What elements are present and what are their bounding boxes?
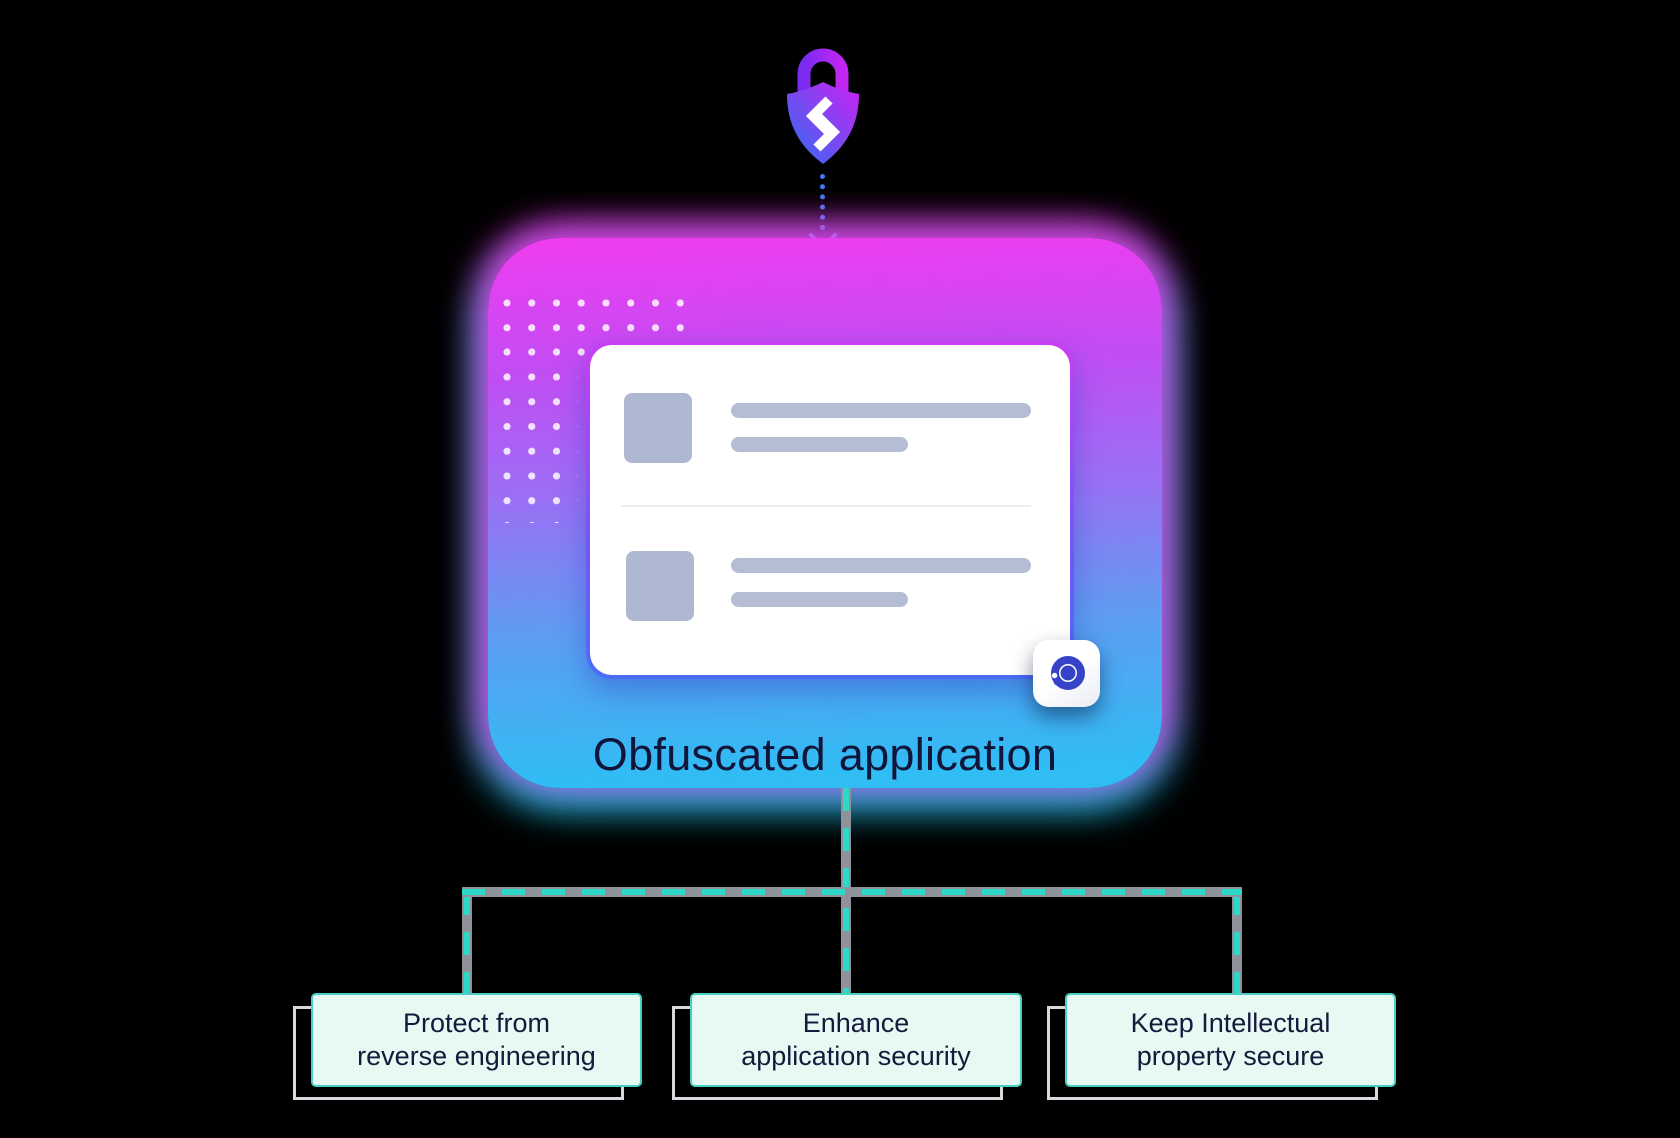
benefit-box-ip-secure: Keep Intellectual property secure	[1065, 993, 1396, 1087]
benefit-box-app-security: Enhance application security	[690, 993, 1022, 1087]
connector-drop-right	[1232, 892, 1242, 993]
dot-grid	[503, 299, 701, 349]
app-card	[590, 345, 1070, 675]
text-line-placeholder	[731, 437, 908, 452]
dotted-connector	[820, 174, 825, 230]
benefit-label-line: Enhance	[802, 1008, 910, 1038]
connector-horizontal	[462, 887, 1242, 897]
shield-lock-icon	[787, 48, 859, 164]
text-line-placeholder	[731, 558, 1031, 573]
obfuscated-app-panel	[488, 238, 1162, 788]
connector-drop-left	[462, 892, 472, 993]
card-divider	[621, 505, 1031, 507]
thumbnail-placeholder	[624, 393, 692, 463]
text-line-placeholder	[731, 592, 908, 607]
benefit-label-line: Keep Intellectual	[1130, 1008, 1331, 1038]
app-logo-badge	[1033, 640, 1100, 707]
benefit-label-line: reverse engineering	[357, 1041, 596, 1071]
benefit-label-line: application security	[741, 1041, 971, 1071]
dot-grid	[503, 348, 602, 373]
benefit-label-line: Protect from	[402, 1008, 551, 1038]
thumbnail-placeholder	[626, 551, 694, 621]
panel-title: Obfuscated application	[592, 729, 1058, 780]
app-card-frame	[586, 341, 1074, 679]
benefit-box-reverse-engineering: Protect from reverse engineering	[311, 993, 642, 1087]
benefit-label-line: property secure	[1136, 1041, 1325, 1071]
text-line-placeholder	[731, 403, 1031, 418]
a-logo-icon	[1050, 655, 1085, 690]
dot-grid	[503, 373, 578, 523]
